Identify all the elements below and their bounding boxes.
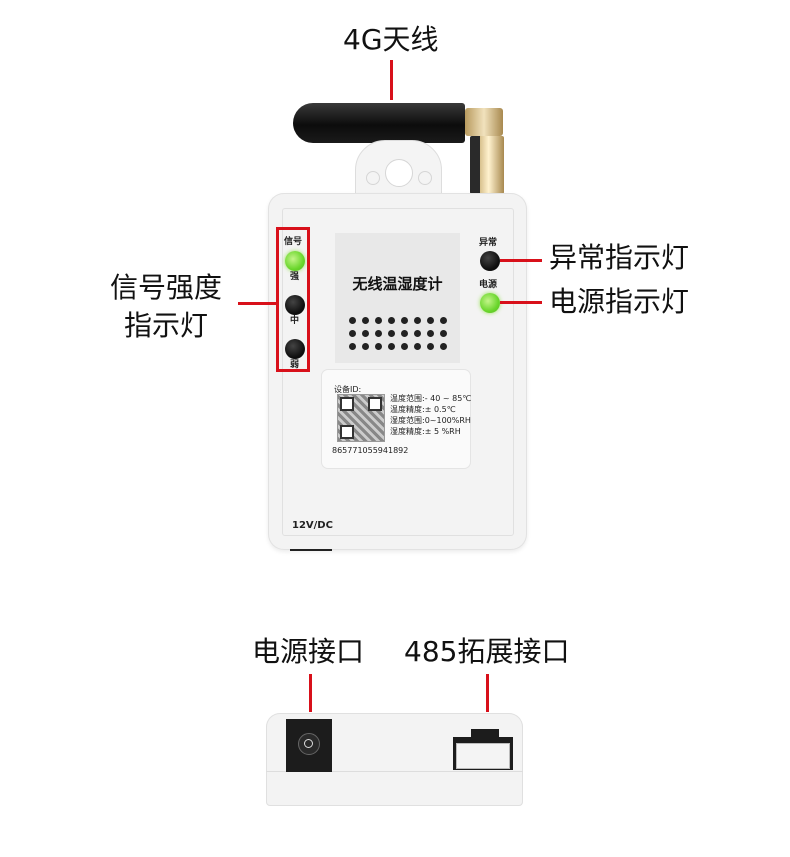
spec-row: 温度精度:± 0.5℃ [390,405,456,414]
power-led-callout-line [500,301,542,304]
mounting-tab [355,140,442,202]
antenna-sma-connector [470,136,504,194]
signal-callout-line [238,302,276,305]
signal-weak-led [285,339,305,359]
power-label: 电源 [479,280,498,290]
mounting-hole [385,159,413,187]
rs485-port-icon [453,737,513,770]
antenna-icon [293,103,465,143]
alarm-callout-label: 异常指示灯 [549,241,690,274]
spec-row: 湿度精度:± 5 %RH [390,427,461,436]
housing-inner-panel [282,208,514,536]
alarm-label: 异常 [479,238,498,248]
dc-power-jack-icon [286,719,332,772]
qr-code-icon [337,394,385,442]
housing-seam [266,771,523,772]
power-led-callout-label: 电源指示灯 [549,285,690,318]
rs485-callout-line [486,674,489,712]
spec-row: 温度范围:- 40 ~ 85℃ [390,394,472,403]
screw-cap-left [366,171,380,185]
signal-medium-led [285,295,305,315]
power-port-callout-label: 电源接口 [252,635,365,668]
screw-cap-right [418,171,432,185]
spec-row: 湿度范围:0~100%RH [390,416,471,425]
device-title: 无线温湿度计 [352,275,443,293]
signal-medium-label: 中 [290,316,300,326]
signal-strong-label: 强 [290,272,300,282]
power-port-callout-line [309,674,312,712]
rs485-callout-label: 485拓展接口 [404,635,570,668]
power-input-label: 12V/DC [292,520,333,531]
sensor-vent-grille [349,317,447,350]
alarm-led [480,251,500,271]
alarm-callout-line [500,259,542,262]
device-id-value: 865771055941892 [332,446,409,455]
antenna-callout-line [390,60,393,100]
device-housing: 无线温湿度计 信号 强 中 弱 异常 电源 设备ID: 865771055941… [268,193,527,551]
spec-list: 温度范围:- 40 ~ 85℃ 温度精度:± 0.5℃ 湿度范围:0~100%R… [390,393,471,437]
signal-strong-led [285,251,305,271]
power-port-edge [290,549,332,551]
signal-callout-label-2: 指示灯 [124,309,209,342]
label-sticker: 设备ID: 865771055941892 温度范围:- 40 ~ 85℃ 温度… [322,370,471,468]
antenna-callout-label: 4G天线 [343,23,439,56]
signal-callout-label-1: 信号强度 [110,271,223,304]
device-id-label: 设备ID: [334,385,362,394]
antenna-connector-elbow [465,108,503,136]
power-led [480,293,500,313]
signal-weak-label: 弱 [290,360,300,370]
signal-led-highlight-box [276,227,310,372]
signal-label: 信号 [284,237,303,247]
sensor-panel: 无线温湿度计 [335,233,460,363]
device-bottom-view [266,713,523,806]
